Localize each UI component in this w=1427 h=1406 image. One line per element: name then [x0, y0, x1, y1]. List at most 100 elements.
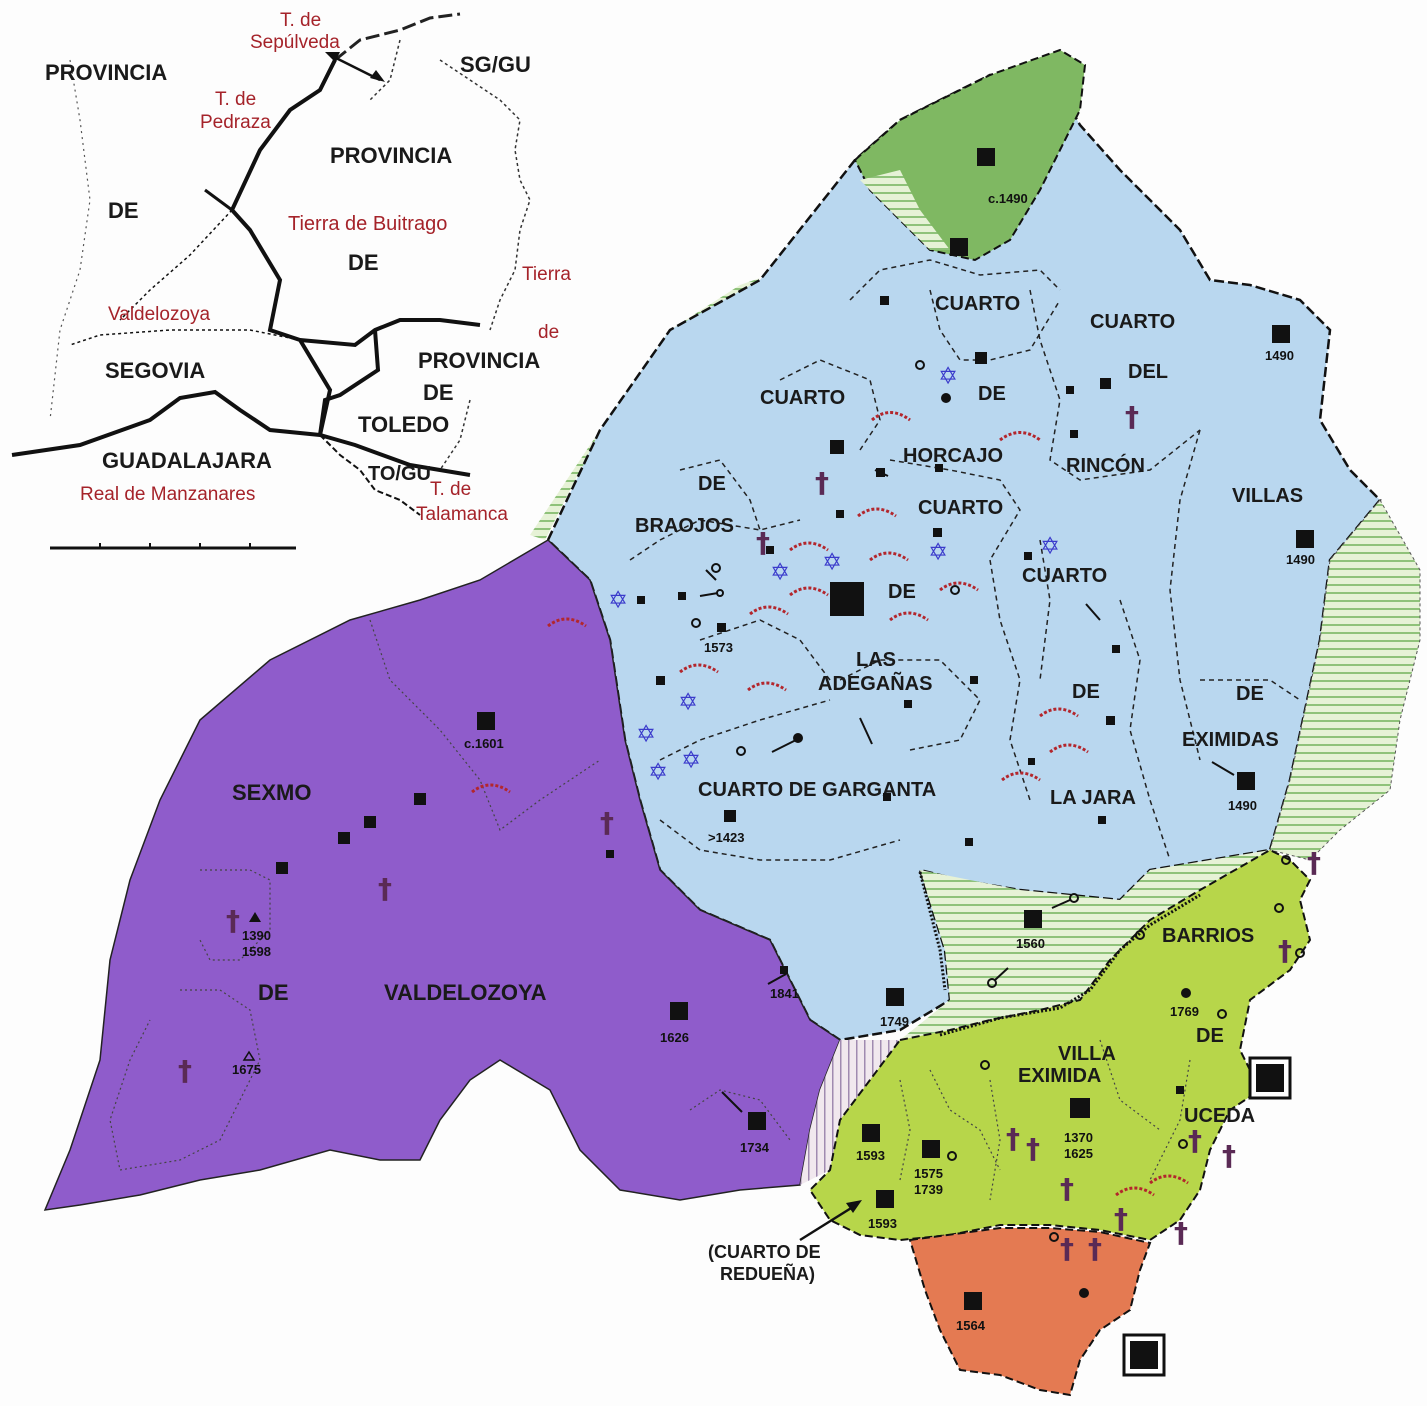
cross-icon: † [1088, 1232, 1102, 1265]
cross-icon: † [756, 526, 770, 559]
inset-provincia-toledo-2: DE [423, 380, 454, 405]
cross-icon: † [178, 1054, 192, 1087]
year-1626: 1626 [660, 1030, 689, 1045]
arc-icon [871, 411, 911, 422]
label-cuarto-5: CUARTO [1022, 565, 1107, 587]
cross-icon: † [1278, 934, 1292, 967]
star-of-david-icon: ✡ [636, 720, 656, 748]
label-de-5: DE [1236, 683, 1264, 705]
region-orange [908, 1227, 1152, 1397]
cross-icon: † [1188, 1124, 1202, 1157]
arc-icon [1001, 771, 1041, 782]
hatch-redeuna [800, 1040, 900, 1185]
year-1749: 1749 [880, 1014, 909, 1029]
inset-t-pedraza-2: Pedraza [200, 112, 271, 133]
town-square-icon [1024, 910, 1042, 928]
arc-icon [1149, 1174, 1189, 1185]
town-square-icon [1296, 530, 1314, 548]
inset-de-c: DE [348, 250, 379, 275]
town-square-icon [876, 1190, 894, 1208]
region-purple [43, 539, 841, 1211]
cross-icon: † [1060, 1172, 1074, 1205]
label-villas: VILLAS [1232, 485, 1303, 507]
town-square-icon [477, 712, 495, 730]
inset-provincia-nw: PROVINCIA [45, 60, 167, 85]
label-de-3: DE [888, 581, 916, 603]
label-la-jara: LA JARA [1050, 787, 1136, 809]
label-barrios: BARRIOS [1162, 925, 1254, 947]
label-valdelozoya: VALDELOZOYA [384, 980, 547, 1005]
town-square-icon [977, 148, 995, 166]
town-square-icon [748, 1112, 766, 1130]
year-1734: 1734 [740, 1140, 770, 1155]
label-sexmo: SEXMO [232, 780, 311, 805]
inset-sg-gu: SG/GU [460, 52, 531, 77]
inset-valdelozoya: Valdelozoya [108, 304, 211, 325]
label-cuarto-2: CUARTO [1090, 311, 1175, 333]
year-1370: 1370 [1064, 1130, 1093, 1145]
year-1841: 1841 [770, 986, 799, 1001]
star-of-david-icon: ✡ [822, 548, 842, 576]
arc-icon [869, 551, 909, 562]
year-1625: 1625 [1064, 1146, 1093, 1161]
year-c1490: c.1490 [988, 191, 1028, 206]
inset-provincia-c: PROVINCIA [330, 143, 452, 168]
town-square-icon [950, 238, 968, 256]
star-of-david-icon: ✡ [938, 362, 958, 390]
label-de-4: DE [1072, 681, 1100, 703]
label-de-6: DE [258, 980, 289, 1005]
label-del: DEL [1128, 361, 1168, 383]
arc-icon [889, 611, 929, 622]
cross-icon: † [1222, 1139, 1236, 1172]
cross-icon: † [1060, 1232, 1074, 1265]
arc-icon [547, 617, 587, 628]
label-adeganas: ADEGAÑAS [818, 672, 932, 695]
label-uceda: UCEDA [1184, 1105, 1255, 1127]
year-1739: 1739 [914, 1182, 943, 1197]
inset-guadalajara: GUADALAJARA [102, 448, 272, 473]
label-villa: VILLA [1058, 1043, 1116, 1065]
arc-icon [789, 586, 829, 597]
town-square-icon [1237, 772, 1255, 790]
label-eximidas: EXIMIDAS [1182, 729, 1279, 751]
town-square-icon [670, 1002, 688, 1020]
cross-icon: † [1026, 1132, 1040, 1165]
year-1390: 1390 [242, 928, 271, 943]
label-cuarto-redeuna-2: REDUEÑA) [720, 1263, 815, 1284]
inset-provincia-toledo-1: PROVINCIA [418, 348, 540, 373]
year-1769: 1769 [1170, 1004, 1199, 1019]
hatch-south-center [900, 850, 1270, 1040]
inset-de-w: DE [108, 198, 139, 223]
inset-map: PROVINCIA DE SEGOVIA GUADALAJARA PROVINC… [11, 10, 571, 550]
inset-real-manzanares: Real de Manzanares [80, 484, 255, 505]
arc-icon [999, 431, 1041, 442]
town-square-icon [830, 582, 864, 616]
town-square-icon [862, 1124, 880, 1142]
year-1490b: 1490 [1286, 552, 1315, 567]
label-horcajo: HORCAJO [903, 445, 1003, 467]
star-of-david-icon: ✡ [928, 538, 948, 566]
year-c1601: c.1601 [464, 736, 504, 751]
arc-icon [939, 581, 979, 592]
cross-icon: † [600, 806, 614, 839]
year-1598: 1598 [242, 944, 271, 959]
year-1423: >1423 [708, 830, 745, 845]
star-of-david-icon: ✡ [681, 746, 701, 774]
inset-segovia: SEGOVIA [105, 358, 205, 383]
arc-icon [789, 541, 829, 552]
label-cuarto-4: CUARTO [918, 497, 1003, 519]
year-1593b: 1593 [868, 1216, 897, 1231]
town-square-icon [922, 1140, 940, 1158]
star-of-david-icon: ✡ [1040, 532, 1060, 560]
year-1564: 1564 [956, 1318, 986, 1333]
inset-t-talamanca-1: T. de [430, 479, 471, 500]
hatch-east [1269, 499, 1421, 861]
inset-provincia-toledo-3: TOLEDO [358, 412, 449, 437]
arc-icon [1115, 1186, 1155, 1197]
inset-t-talamanca-2: Talamanca [416, 504, 508, 525]
town-square-icon [1130, 1341, 1158, 1369]
year-1593a: 1593 [856, 1148, 885, 1163]
star-of-david-icon: ✡ [648, 758, 668, 786]
triangle-icon [249, 912, 261, 922]
